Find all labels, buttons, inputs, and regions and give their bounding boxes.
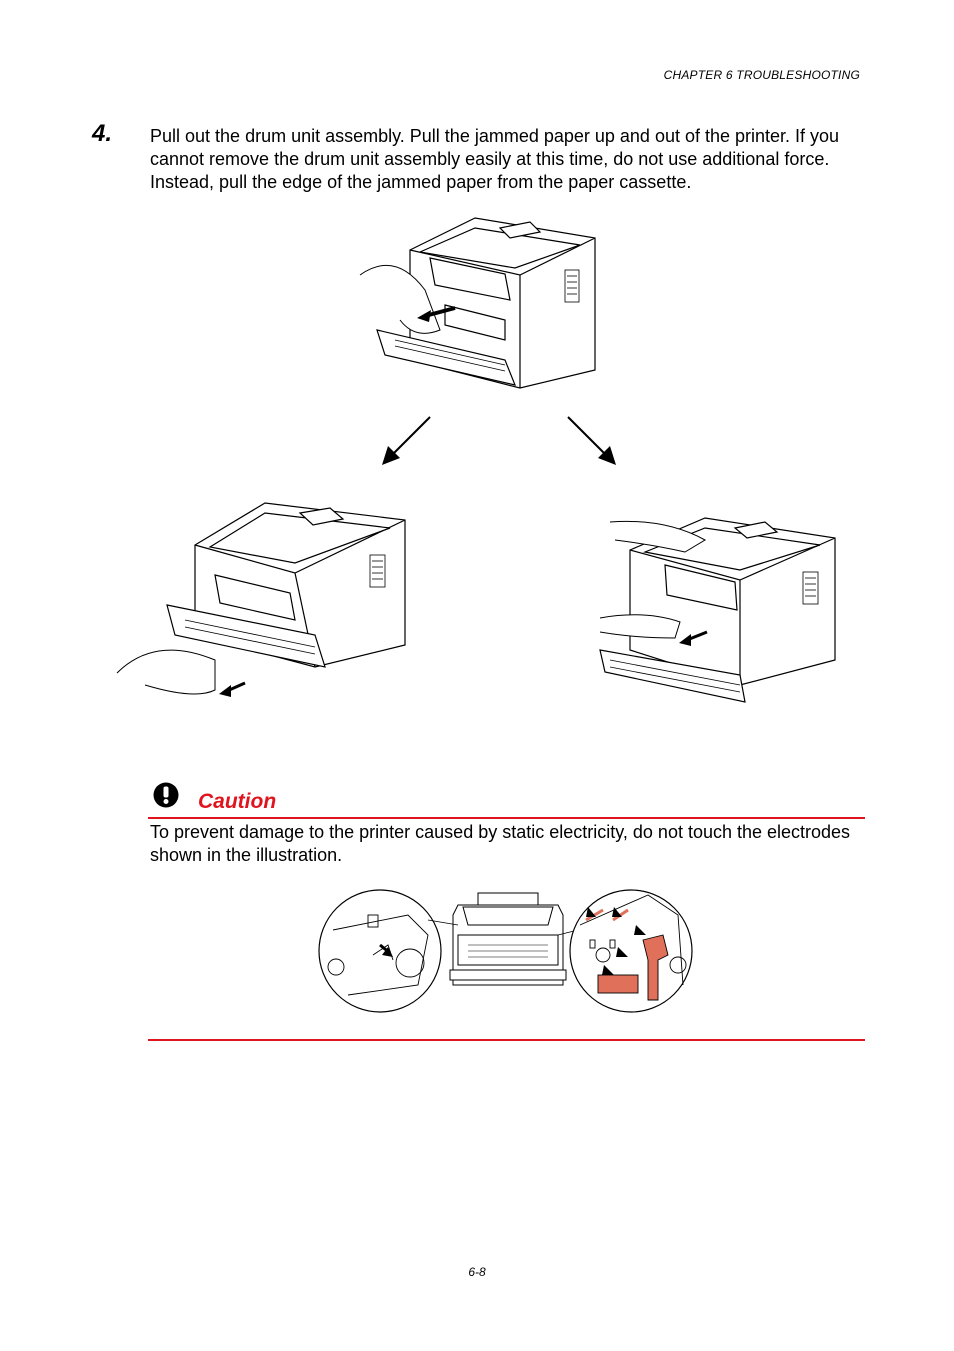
paper-cassette-illustration (116, 502, 406, 697)
step-number: 4. (92, 120, 113, 147)
caution-title: Caution (198, 790, 277, 813)
step-instructions: Pull out the drum unit assembly. Pull th… (150, 126, 840, 192)
chapter-header: CHAPTER 6 TROUBLESHOOTING (663, 68, 860, 82)
caution-exclamation-icon (153, 782, 179, 808)
page-number: 6-8 (468, 1265, 486, 1279)
drum-removal-illustration (359, 217, 596, 389)
caution-bottom-rule (148, 1039, 865, 1041)
inner-paper-illustration (599, 517, 836, 703)
electrodes-illustration (318, 889, 693, 1013)
caution-text: To prevent damage to the printer caused … (150, 822, 851, 865)
caution-top-rule (148, 817, 865, 819)
arrow-down-right-icon (567, 416, 616, 465)
arrow-down-left-icon (382, 416, 431, 465)
